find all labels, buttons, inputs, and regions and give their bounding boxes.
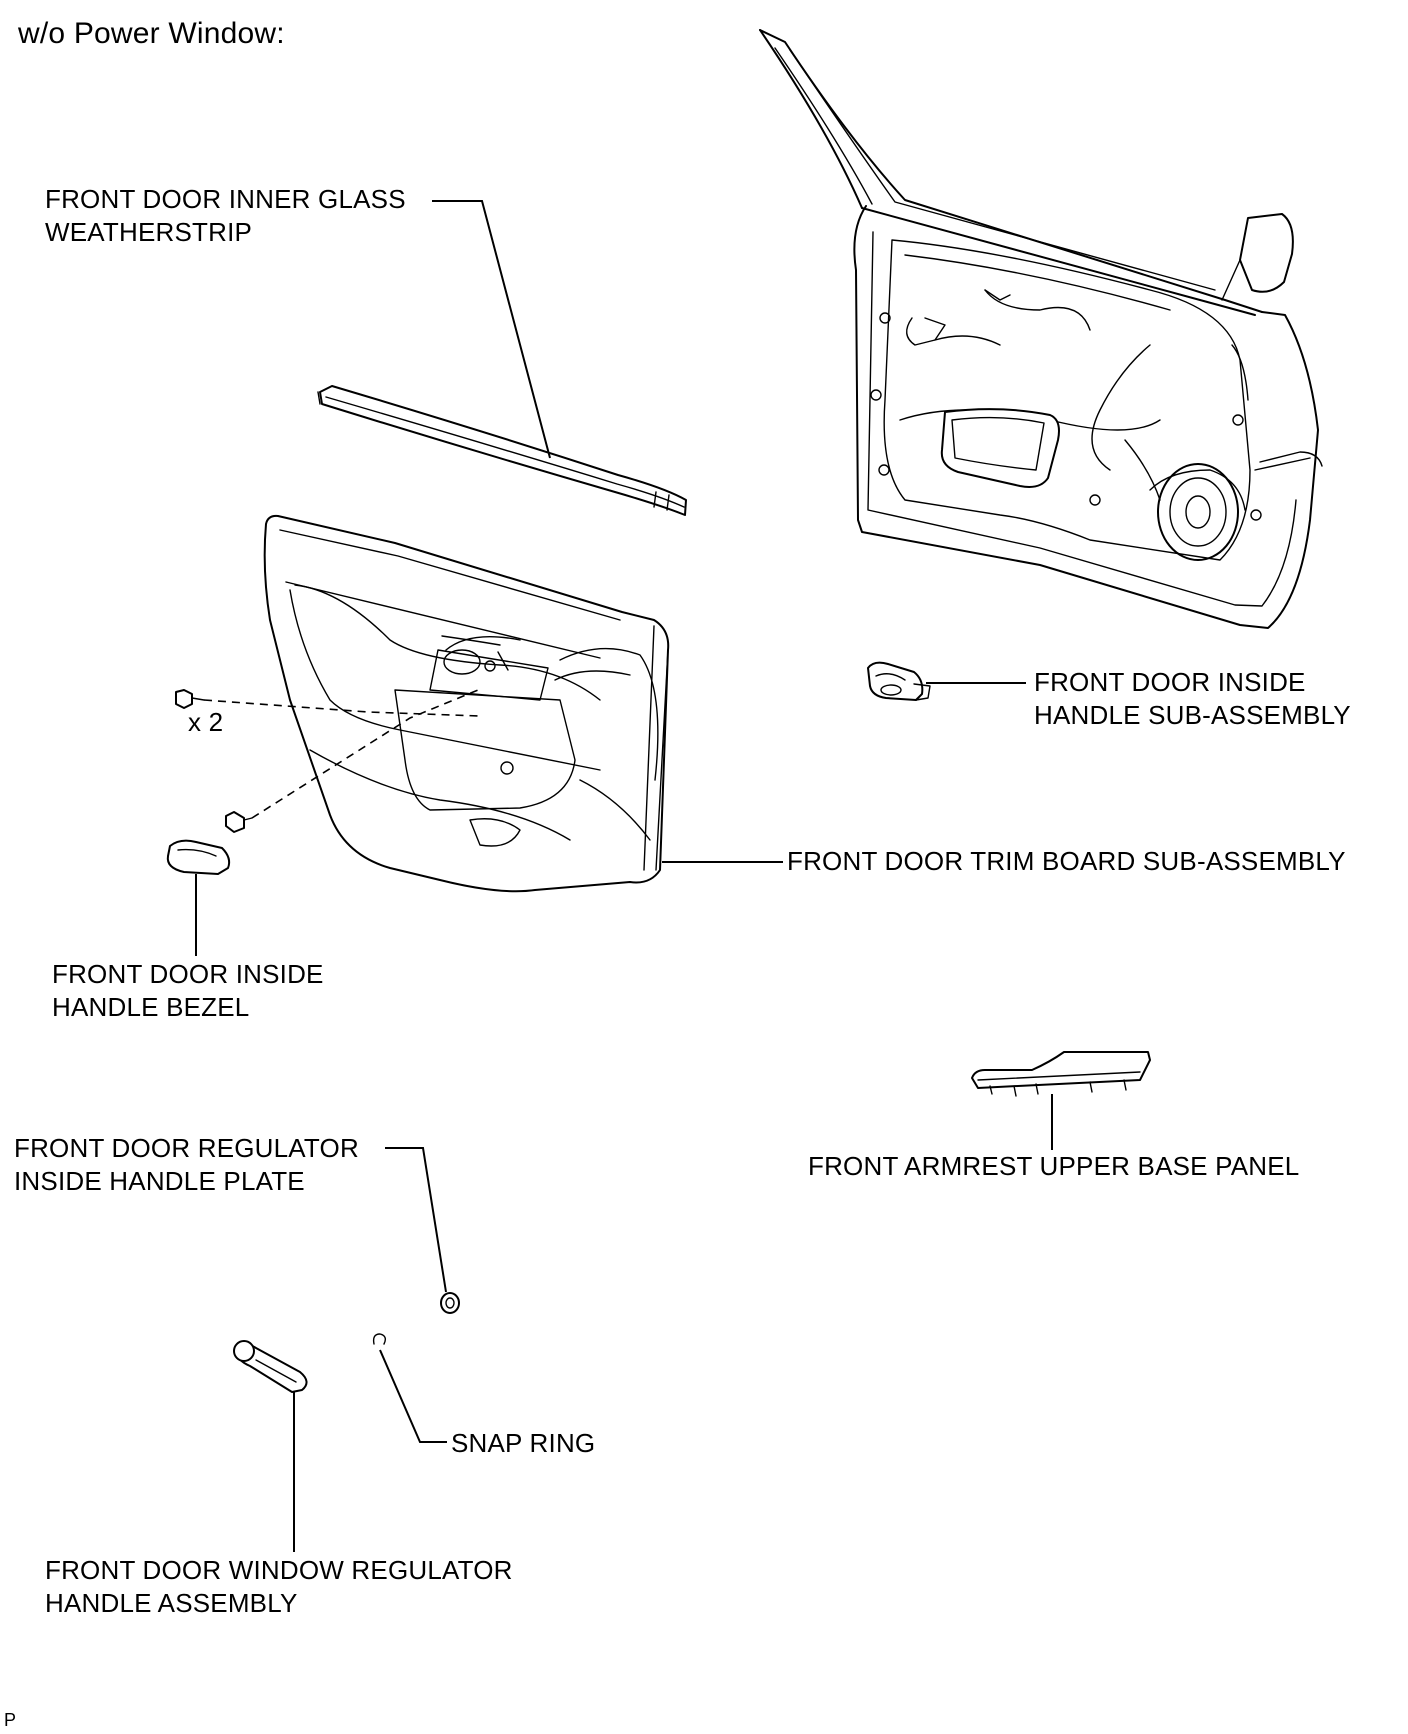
label-front-door-trim-board-sub-assembly: FRONT DOOR TRIM BOARD SUB-ASSEMBLY [787, 845, 1346, 878]
corner-mark: P [4, 1710, 17, 1730]
leader-snap-ring [379, 1349, 447, 1443]
handle-plate-part [440, 1292, 460, 1314]
label-line: FRONT ARMREST UPPER BASE PANEL [808, 1151, 1300, 1181]
label-line: FRONT DOOR WINDOW REGULATOR [45, 1555, 513, 1585]
label-front-door-inside-handle-bezel: FRONT DOOR INSIDE HANDLE BEZEL [52, 958, 324, 1024]
front-door-panel [759, 29, 1323, 629]
snap-ring-part [372, 1333, 387, 1345]
diagram-heading: w/o Power Window: [18, 17, 285, 50]
leader-weatherstrip [432, 200, 551, 459]
inside-handle-bezel-part [166, 839, 231, 875]
screw-lower [225, 811, 253, 833]
label-line: INSIDE HANDLE PLATE [14, 1166, 305, 1196]
screw-dashed-line-upper [203, 699, 481, 717]
label-line: HANDLE ASSEMBLY [45, 1588, 298, 1618]
label-front-door-inside-handle-sub-assembly: FRONT DOOR INSIDE HANDLE SUB-ASSEMBLY [1034, 666, 1351, 732]
label-line: FRONT DOOR INSIDE [52, 959, 324, 989]
screw-dashed-line-lower [251, 689, 479, 819]
label-snap-ring: SNAP RING [451, 1427, 595, 1460]
label-line: FRONT DOOR INSIDE [1034, 667, 1306, 697]
armrest-panel-part [971, 1051, 1151, 1097]
label-line: HANDLE SUB-ASSEMBLY [1034, 700, 1351, 730]
leader-handle-plate [385, 1147, 447, 1293]
label-front-door-window-regulator-handle-assembly: FRONT DOOR WINDOW REGULATOR HANDLE ASSEM… [45, 1554, 513, 1620]
label-line: WEATHERSTRIP [45, 217, 253, 247]
screw-upper [175, 689, 205, 709]
weatherstrip-part [317, 385, 687, 516]
quantity-note: x 2 [188, 707, 224, 737]
label-line: FRONT DOOR INNER GLASS [45, 184, 406, 214]
label-front-armrest-upper-base-panel: FRONT ARMREST UPPER BASE PANEL [808, 1150, 1299, 1183]
label-line: HANDLE BEZEL [52, 992, 250, 1022]
label-line: FRONT DOOR TRIM BOARD SUB-ASSEMBLY [787, 846, 1346, 876]
label-front-door-inner-glass-weatherstrip: FRONT DOOR INNER GLASS WEATHERSTRIP [45, 183, 406, 249]
label-line: SNAP RING [451, 1428, 596, 1458]
label-front-door-regulator-inside-handle-plate: FRONT DOOR REGULATOR INSIDE HANDLE PLATE [14, 1132, 359, 1198]
trim-board-part [263, 514, 670, 893]
label-line: FRONT DOOR REGULATOR [14, 1133, 359, 1163]
inside-handle-part [867, 661, 931, 701]
regulator-handle-part [233, 1340, 308, 1393]
